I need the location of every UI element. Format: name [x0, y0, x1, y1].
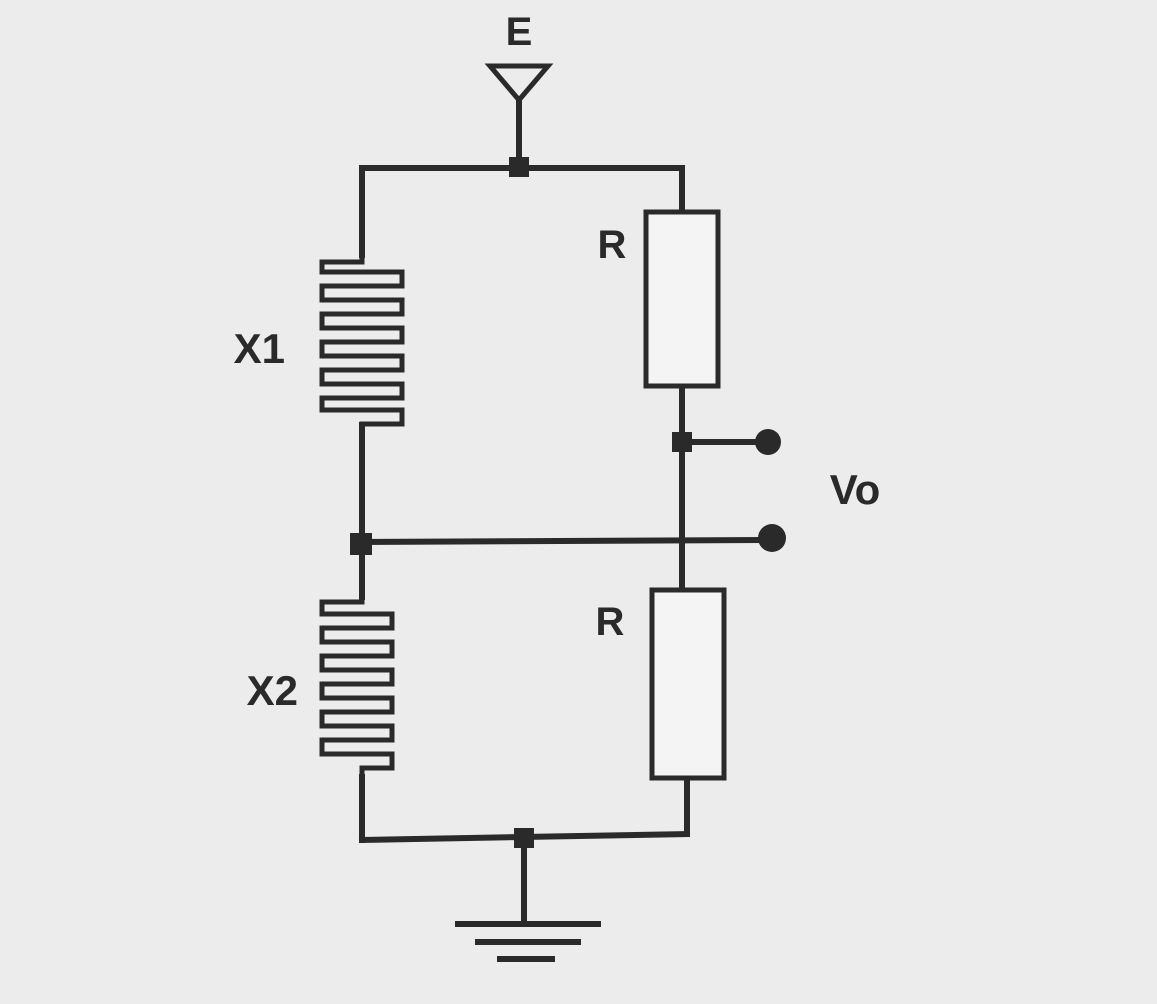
- top-junction: [509, 157, 529, 177]
- resistor-top: [643, 209, 721, 389]
- supply-arrow-icon: [484, 63, 554, 104]
- resistor-bottom: [649, 587, 727, 781]
- vo-top-terminal: [755, 429, 781, 455]
- x1-sensor: [319, 252, 405, 431]
- resistor-top-label: R: [598, 223, 627, 267]
- x1-label: X1: [234, 325, 285, 372]
- vo-bottom-lead: [358, 536, 772, 546]
- x2-sensor: [319, 594, 395, 781]
- ground-icon: [455, 837, 601, 962]
- vo-bottom-terminal: [758, 524, 786, 552]
- supply-label: E: [506, 10, 533, 54]
- supply-terminal: [484, 63, 554, 169]
- output-label: Vo: [830, 466, 881, 513]
- x2-label: X2: [247, 667, 298, 714]
- resistor-bottom-label: R: [596, 600, 625, 644]
